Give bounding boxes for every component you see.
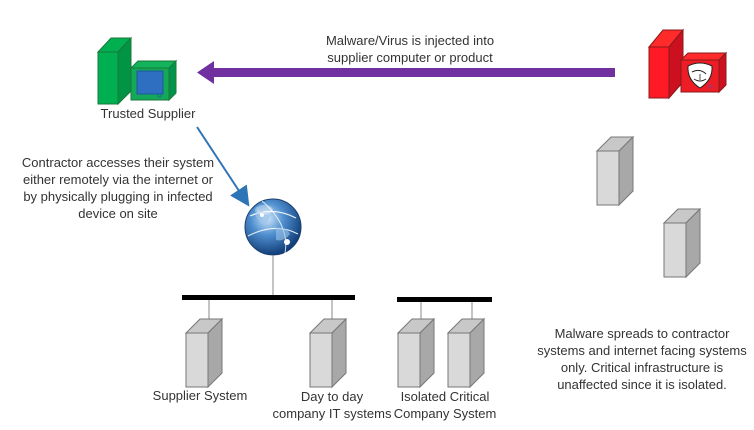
server-isolated-critical-1-icon	[396, 317, 436, 389]
server-supplier-system-icon	[184, 317, 224, 389]
isolated-system-label-2: Company System	[393, 406, 497, 421]
day-to-day-it-label-1: Day to day	[300, 389, 364, 404]
outcome-text-4: unaffected since it is isolated.	[557, 377, 727, 392]
contractor-access-text-3: by physically plugging in infected	[23, 189, 213, 204]
injection-text-line1: Malware/Virus is injected into	[325, 33, 495, 48]
attacker-computer-icon	[647, 28, 728, 100]
trusted-supplier-label: Trusted Supplier	[100, 106, 196, 121]
company-network-bus	[182, 295, 355, 300]
contractor-access-text-4: device on site	[78, 206, 158, 221]
day-to-day-it-label-2: company IT systems	[272, 406, 392, 421]
server-isolated-critical-2-icon	[446, 317, 486, 389]
anonymous-mask-icon	[687, 62, 713, 89]
outcome-text-1: Malware spreads to contractor	[554, 326, 730, 341]
isolated-network-bus	[397, 297, 492, 302]
supplier-computer-icon	[96, 36, 178, 106]
server-infected-contractor-icon	[595, 135, 635, 207]
injection-arrow	[197, 61, 615, 84]
outcome-text-3: only. Critical infrastructure is	[560, 360, 724, 375]
injection-text-line2: supplier computer or product	[327, 50, 493, 65]
contractor-access-text-1: Contractor accesses their system	[21, 155, 215, 170]
isolated-system-label-1: Isolated Critical	[400, 389, 490, 404]
contractor-access-arrow	[196, 126, 250, 207]
outcome-text-2: systems and internet facing systems	[537, 343, 747, 358]
internet-globe-icon	[244, 198, 302, 256]
server-infected-internet-facing-icon	[662, 207, 702, 279]
contractor-access-text-2: either remotely via the internet or	[22, 172, 214, 187]
supplier-system-label: Supplier System	[152, 388, 248, 403]
server-day-to-day-it-icon	[308, 317, 348, 389]
